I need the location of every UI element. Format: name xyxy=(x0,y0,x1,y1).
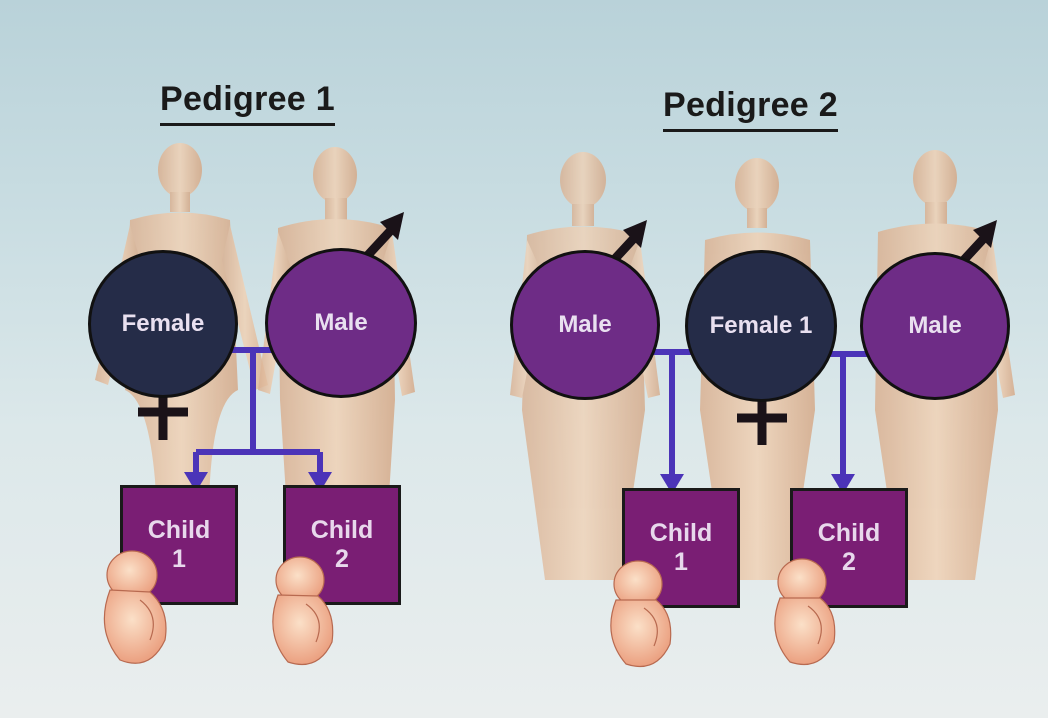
baby-icon-p1-child1 xyxy=(104,551,166,663)
baby-icon-p2-child1 xyxy=(611,561,671,667)
baby-icon-p2-child2 xyxy=(775,559,835,665)
baby-icon-p1-child2 xyxy=(273,557,333,665)
